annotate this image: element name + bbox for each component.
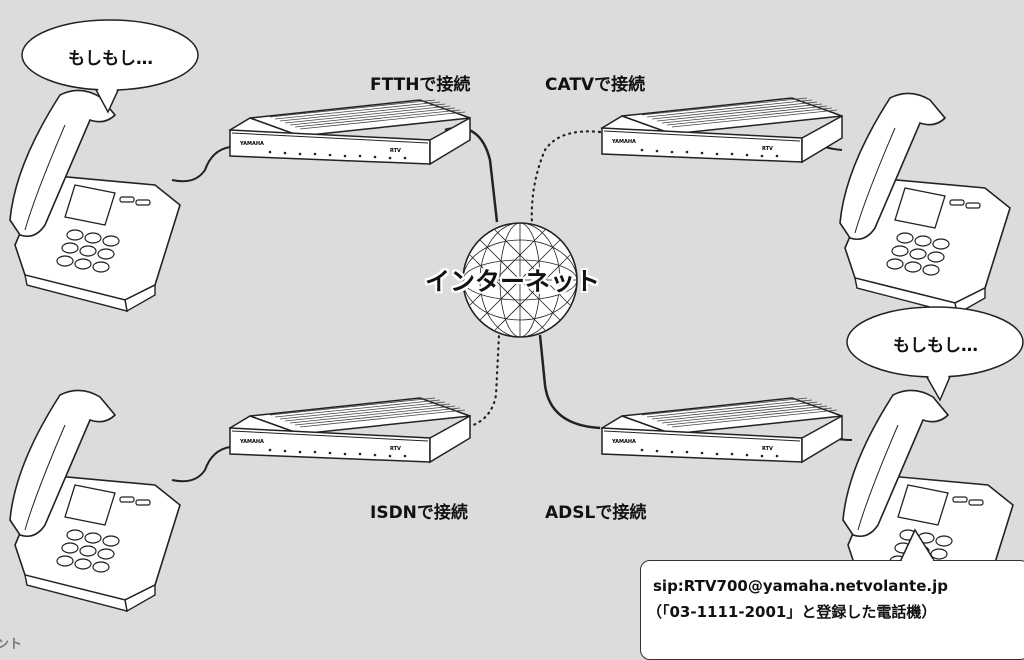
label-adsl: ADSLで接続 <box>545 498 646 523</box>
label-isdn: ISDNで接続 <box>370 498 468 523</box>
router-catv <box>602 98 842 162</box>
label-catv: CATVで接続 <box>545 70 645 95</box>
router-ftth-model-text: RTV <box>390 148 401 154</box>
sip-address: sip:RTV700@yamaha.netvolante.jp <box>653 577 948 595</box>
router-ftth-brand-text: YAMAHA <box>239 141 264 147</box>
cable-phone-bl <box>172 447 230 481</box>
internet-label: インターネット <box>425 262 600 298</box>
speech-text-bottom-right: もしもし… <box>893 331 978 356</box>
label-ftth: FTTHで接続 <box>370 70 470 95</box>
router-isdn-brand-text: YAMAHA <box>239 439 264 445</box>
router-adsl <box>602 398 842 462</box>
link-adsl <box>540 335 600 428</box>
router-catv-model-text: RTV <box>762 146 773 152</box>
router-isdn-model-text: RTV <box>390 446 401 452</box>
router-adsl-model-text: RTV <box>762 446 773 452</box>
link-catv <box>532 131 600 225</box>
phone-top-left <box>10 90 180 311</box>
speech-text-top-left: もしもし… <box>68 44 153 69</box>
cable-phone-tl <box>172 147 230 181</box>
phone-bottom-left <box>10 390 180 611</box>
router-catv-brand-text: YAMAHA <box>611 139 636 145</box>
router-isdn <box>230 398 470 462</box>
sip-address-callout: sip:RTV700@yamaha.netvolante.jp （「03-111… <box>640 560 1024 660</box>
router-adsl-brand-text: YAMAHA <box>611 439 636 445</box>
registered-phone-note: （「03-1111-2001」と登録した電話機） <box>647 601 936 622</box>
phone-top-right <box>840 93 1010 314</box>
router-ftth <box>230 100 470 164</box>
cropped-text-fragment: ント <box>0 633 22 652</box>
